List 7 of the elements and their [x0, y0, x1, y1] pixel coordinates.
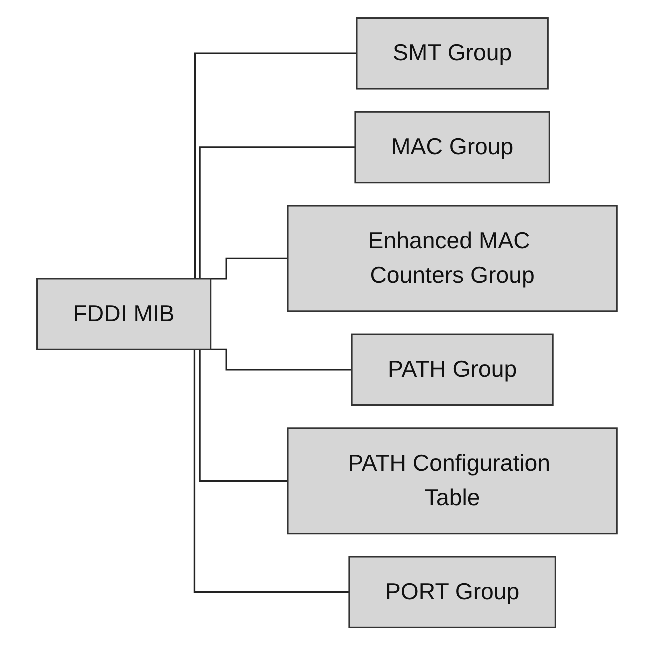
- node-box: SMT Group: [356, 18, 549, 90]
- node-box: Enhanced MAC Counters Group: [287, 205, 618, 312]
- node-box: MAC Group: [354, 111, 550, 184]
- node-box: FDDI MIB: [36, 278, 212, 350]
- node-box: PORT Group: [348, 556, 556, 628]
- node-box: PATH Group: [351, 334, 554, 406]
- node-box: PATH Configuration Table: [287, 428, 618, 535]
